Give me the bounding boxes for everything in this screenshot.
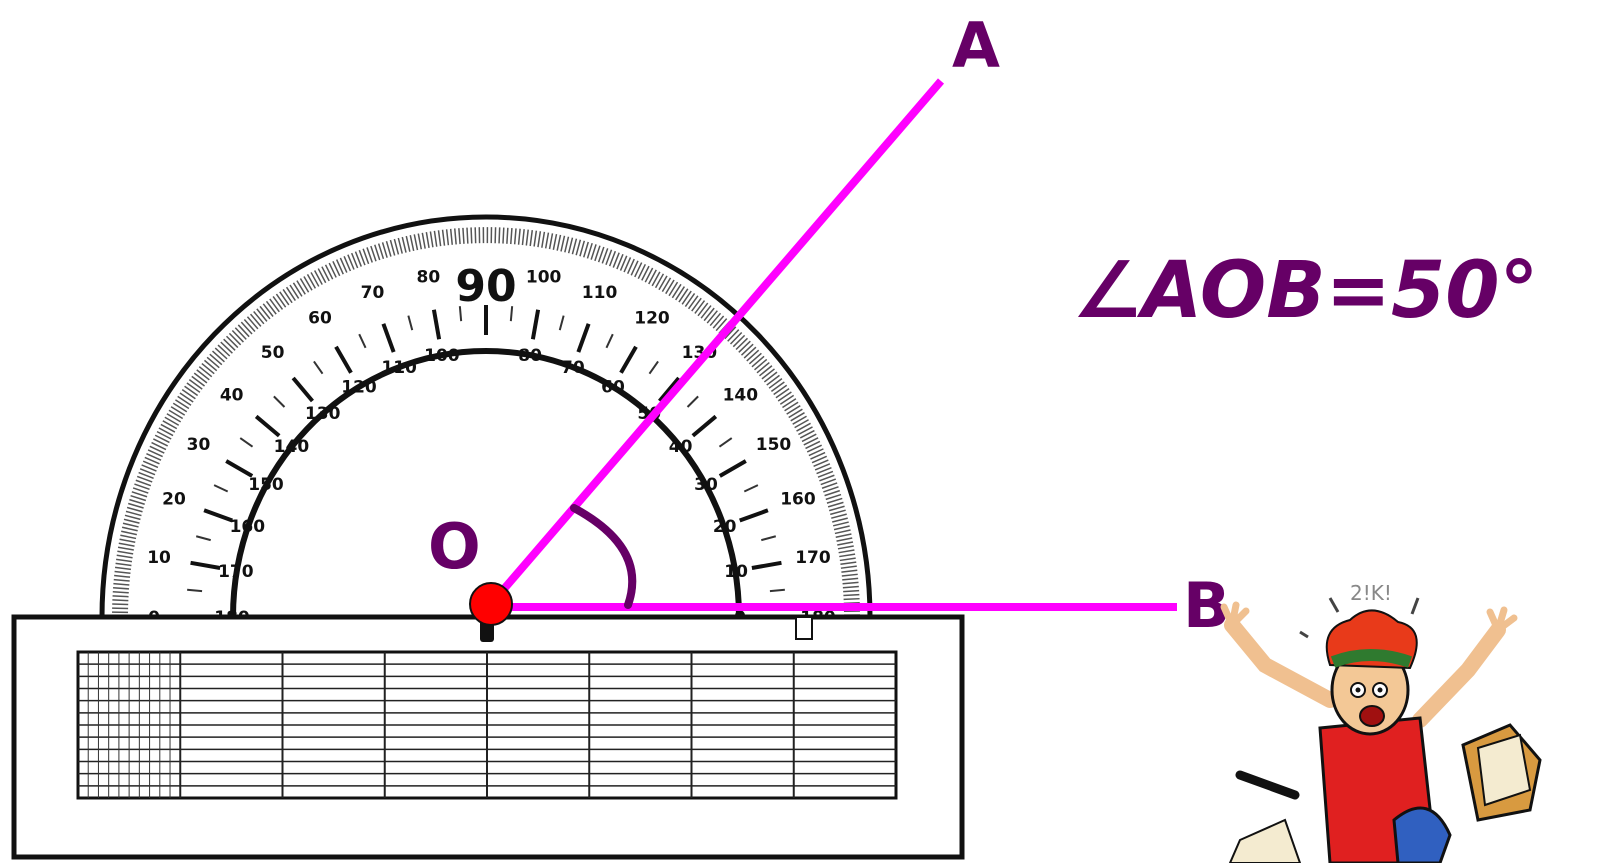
scale-label-outer: 30 (187, 435, 211, 455)
scale-minor-tick (213, 484, 229, 493)
scale-tick (530, 309, 541, 340)
ray-oa (487, 78, 945, 607)
scale-label-outer: 100 (526, 267, 562, 287)
scale-label-outer: 50 (261, 343, 285, 363)
scale-label-inner: 160 (230, 517, 266, 537)
scale-minor-tick (558, 315, 565, 331)
scale-label-inner: 60 (601, 378, 625, 398)
scale-label-inner: 100 (424, 346, 460, 366)
svg-text:2!K!: 2!K! (1350, 581, 1392, 605)
scale-minor-tick (239, 437, 254, 448)
scale-label-inner: 140 (274, 437, 310, 457)
scale-tick (203, 508, 233, 523)
angle-arc (570, 504, 637, 609)
scale-tick (658, 376, 681, 403)
scale-minor-tick (407, 315, 414, 331)
scale-label-outer: 40 (220, 386, 244, 406)
label-point-a: A (952, 9, 1000, 82)
scale-tick (718, 459, 747, 478)
scale-tick (334, 345, 353, 374)
scale-label-outer: 140 (723, 386, 759, 406)
scale-label-inner: 30 (694, 475, 718, 495)
scale-label-outer: 20 (162, 490, 186, 510)
protractor-inner-arc (230, 348, 742, 618)
scale-minor-tick (187, 588, 203, 593)
scale-tick (431, 309, 442, 340)
scale-minor-tick (458, 306, 463, 322)
protractor-end-mark (795, 616, 813, 640)
scale-minor-tick (313, 360, 324, 375)
scale-label-outer: 120 (634, 308, 670, 328)
scale-label-outer: 110 (582, 283, 618, 303)
scale-label-inner: 150 (248, 475, 284, 495)
scale-tick (576, 323, 591, 353)
scale-label-outer: 10 (147, 548, 171, 568)
scale-tick (291, 376, 314, 403)
scale-minor-tick (509, 306, 514, 322)
protractor-scale: 0180101702016030150401405013060120701108… (147, 261, 836, 628)
scale-tick (619, 345, 638, 374)
scale-label-inner: 40 (669, 437, 693, 457)
protractor-ruler-lines (78, 652, 896, 798)
label-point-o: O (428, 510, 481, 583)
scale-label-inner: 120 (341, 378, 377, 398)
protractor: 0180101702016030150401405013060120701108… (11, 214, 965, 860)
scale-minor-tick (648, 360, 659, 375)
scale-label-inner: 110 (381, 358, 417, 378)
scale-minor-tick (195, 535, 211, 542)
scale-label-inner: 80 (518, 346, 542, 366)
scale-minor-tick (761, 535, 777, 542)
scale-label-outer: 80 (417, 267, 441, 287)
scale-minor-tick (605, 333, 614, 349)
scale-minor-tick (358, 333, 367, 349)
scale-tick (190, 560, 221, 571)
scale-minor-tick (743, 484, 759, 493)
scale-label-outer: 160 (780, 490, 816, 510)
scale-minor-tick (686, 395, 699, 408)
scale-label-outer: 70 (361, 283, 385, 303)
angle-equation: ∠AOB=50° (1072, 246, 1539, 336)
scale-tick (739, 508, 769, 523)
scale-tick (751, 560, 782, 571)
scale-minor-tick (273, 395, 286, 408)
scale-label-inner: 70 (561, 358, 585, 378)
scale-tick (254, 414, 281, 438)
scale-label-outer: 150 (756, 435, 792, 455)
vertex-point-o (469, 582, 513, 626)
scale-label-inner: 170 (218, 562, 254, 582)
scale-tick (225, 459, 254, 478)
scale-minor-tick (718, 437, 733, 448)
scale-label-inner: 130 (305, 404, 341, 424)
scale-tick (381, 323, 396, 353)
scale-label-outer: 170 (795, 548, 831, 568)
scale-label-outer: 90 (455, 261, 516, 312)
scale-tick (691, 414, 718, 438)
scale-label-inner: 10 (724, 562, 748, 582)
protractor-rim-ticks (112, 227, 860, 618)
scale-label-outer: 60 (308, 308, 332, 328)
scale-label-inner: 20 (713, 517, 737, 537)
scale-minor-tick (769, 588, 785, 593)
cheering-student-icon: 2!K! (1220, 581, 1542, 863)
